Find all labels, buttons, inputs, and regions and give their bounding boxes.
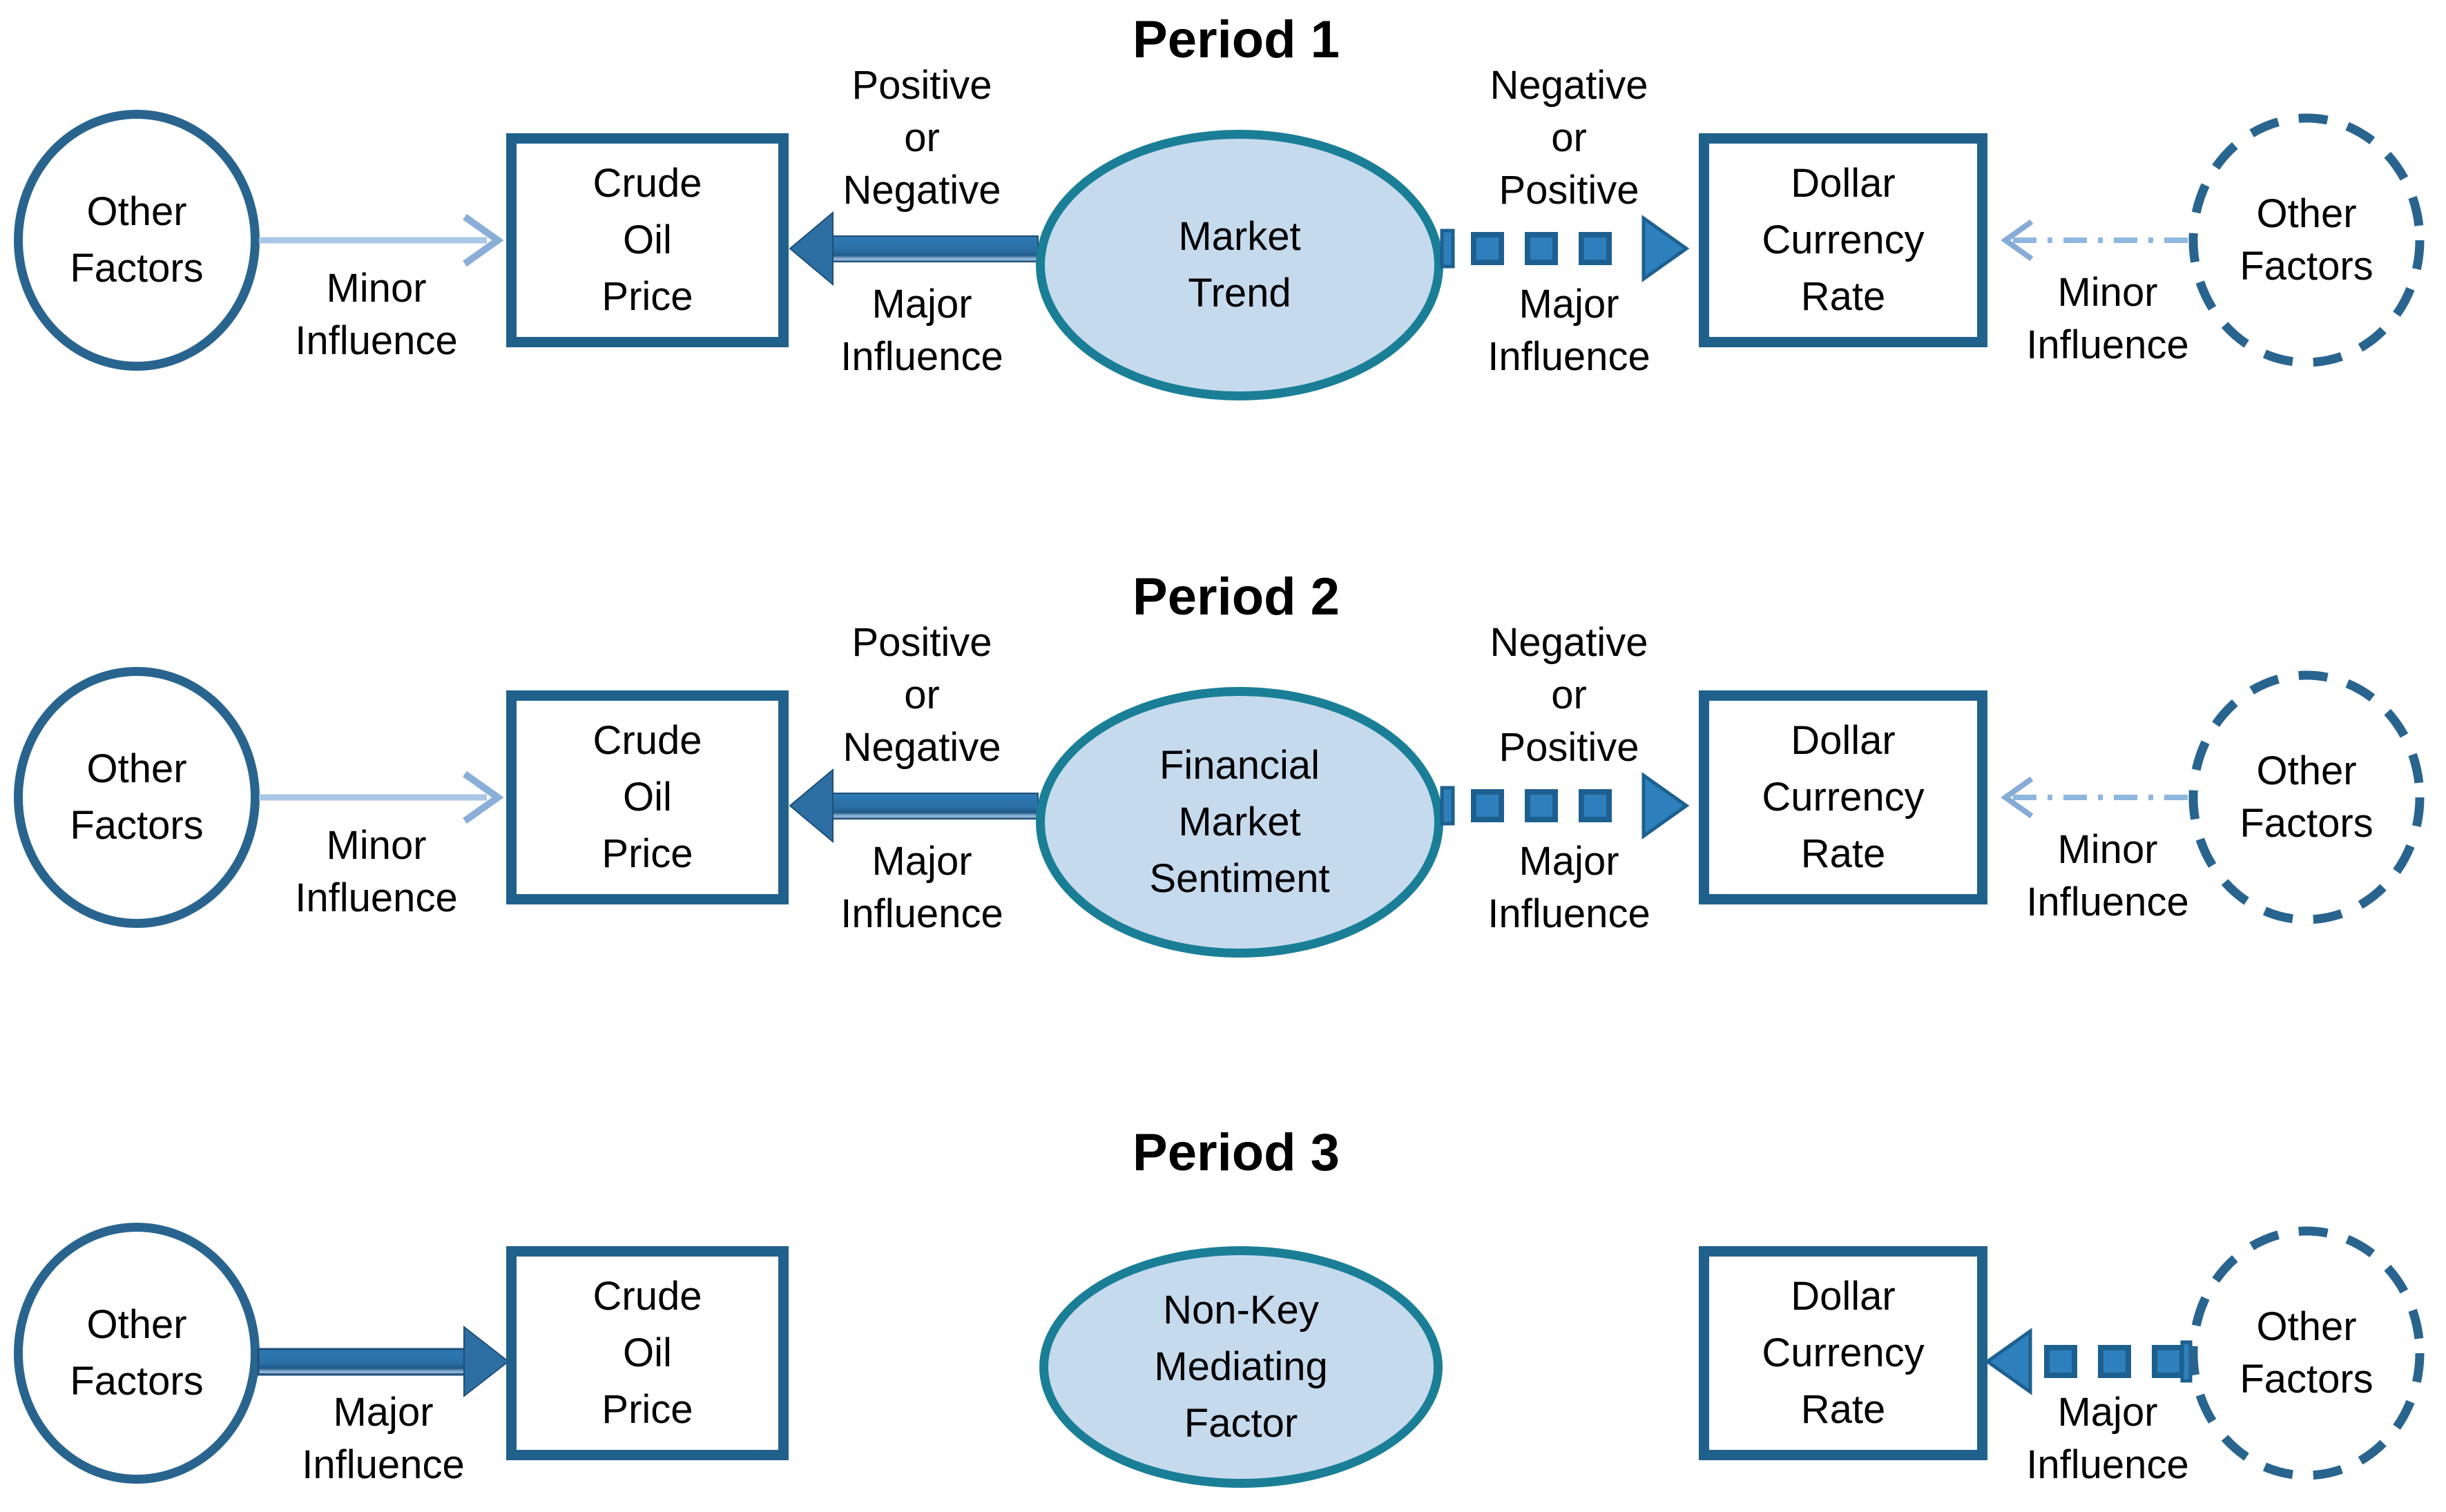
arrow-shaft [829,793,1039,820]
arrow-shaft [829,235,1039,262]
p1-market-trend-ellipse: Market Trend [1036,130,1443,400]
p1-other-factors-right-label: Other Factors [2240,191,2373,289]
dash-square [2152,1345,2185,1378]
p2-financial-market-sentiment-ellipse: Financial Market Sentiment [1036,687,1443,958]
p2-major-influence-left-arrow [789,768,1039,844]
p2-major-influence-left-label: Major Influence [840,839,1003,936]
p1-minor-influence-right-arrow [2001,219,2188,262]
arrowhead-icon [2001,219,2034,262]
arrow-stub [1440,786,1455,826]
p1-major-influence-left-label: Major Influence [840,282,1003,379]
p3-dollar-currency-rate-box: Dollar Currency Rate [1699,1246,1987,1460]
p1-major-influence-right-label: Major Influence [1487,282,1650,379]
p3-crude-oil-price-box: Crude Oil Price [506,1246,789,1460]
p2-minor-influence-left-label: Minor Influence [295,823,458,920]
p1-dollar-currency-rate-box: Dollar Currency Rate [1699,133,1987,347]
dash-square [1525,232,1558,265]
arrowhead-icon [2001,776,2034,819]
dashed-circle-outline [2188,113,2425,367]
arrowhead-icon [463,770,504,824]
p1-negative-or-positive-label: Negative or Positive [1490,63,1648,213]
p2-negative-or-positive-label: Negative or Positive [1490,620,1648,770]
p3-other-factors-right-circle [2188,1226,2425,1480]
arrow-shaft [257,1348,467,1376]
dash-square [1471,232,1504,265]
period-1-title: Period 1 [1133,10,1340,69]
p1-other-factors-right-circle [2188,113,2425,367]
p1-positive-or-negative-label: Positive or Negative [842,63,1001,213]
p2-minor-influence-right-label: Minor Influence [2026,827,2189,924]
p3-major-influence-left-arrow [257,1325,510,1398]
p3-major-influence-left-label: Major Influence [302,1390,465,1487]
arrowhead-icon [1984,1328,2032,1395]
p2-major-influence-right-arrow [1440,772,1690,840]
p3-non-key-mediating-factor-ellipse: Non-Key Mediating Factor [1039,1246,1443,1488]
p2-other-factors-left-circle: Other Factors [14,667,260,928]
p2-other-factors-right-label: Other Factors [2240,748,2373,846]
p1-major-influence-left-arrow [789,211,1039,287]
p1-other-factors-left-circle: Other Factors [14,110,260,371]
p1-major-influence-right-arrow [1440,215,1690,282]
p2-major-influence-right-label: Major Influence [1487,839,1650,936]
p3-other-factors-right-label: Other Factors [2240,1304,2373,1402]
p2-minor-influence-right-arrow [2001,776,2188,819]
p2-minor-influence-left-arrow [259,770,504,824]
p2-other-factors-right-circle [2188,670,2425,924]
dashed-circle-outline [2188,670,2425,924]
arrowhead-icon [789,768,834,844]
arrowhead-icon [789,211,834,287]
period-3-title: Period 3 [1133,1123,1340,1182]
arrowhead-icon [1641,772,1690,840]
arrowhead-icon [463,1325,510,1398]
dash-square [1579,232,1612,265]
dash-square [1471,789,1504,822]
dash-square [1525,789,1558,822]
p1-crude-oil-price-box: Crude Oil Price [506,133,789,347]
arrowhead-icon [463,213,504,267]
period-2-title: Period 2 [1133,568,1340,626]
p2-crude-oil-price-box: Crude Oil Price [506,690,789,904]
arrow-stub [1440,229,1455,269]
p2-dollar-currency-rate-box: Dollar Currency Rate [1699,690,1987,904]
p3-major-influence-right-arrow [1984,1328,2193,1395]
p1-minor-influence-right-label: Minor Influence [2026,270,2189,367]
arrowhead-icon [1641,215,1690,282]
p3-major-influence-right-label: Major Influence [2026,1390,2189,1487]
dash-square [2044,1345,2077,1378]
dashed-circle-outline [2188,1226,2425,1480]
p1-minor-influence-left-arrow [259,213,504,267]
dash-square [2098,1345,2131,1378]
p2-positive-or-negative-label: Positive or Negative [842,620,1001,770]
p1-minor-influence-left-label: Minor Influence [295,266,458,363]
dash-square [1579,789,1612,822]
p3-other-factors-left-circle: Other Factors [14,1223,260,1484]
